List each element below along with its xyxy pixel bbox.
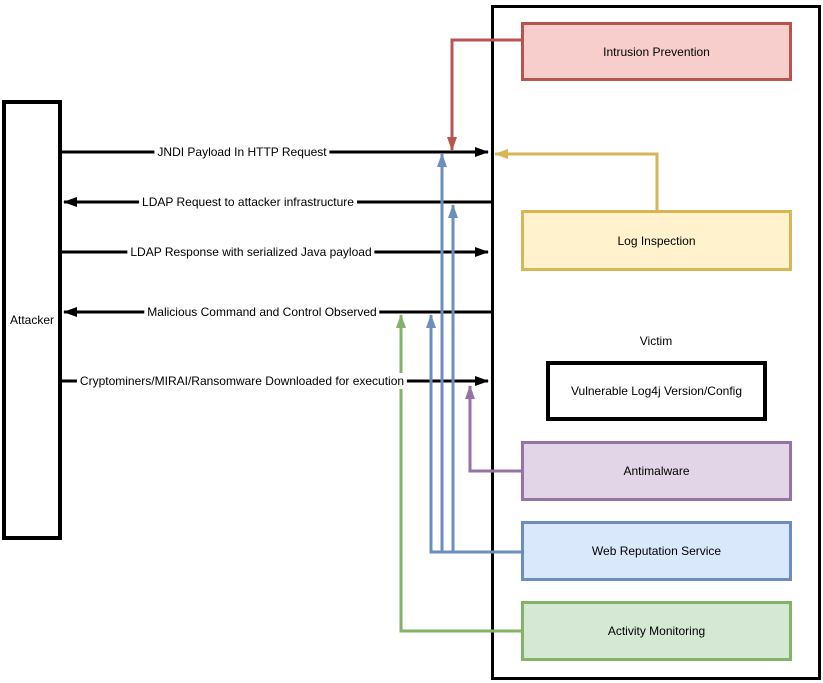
log-inspection-box: Log Inspection <box>521 210 792 271</box>
message-label-malicious-c2: Malicious Command and Control Observed <box>144 304 380 320</box>
vulnerable-log4j-box: Vulnerable Log4j Version/Config <box>546 361 767 421</box>
activity-monitoring-box: Activity Monitoring <box>521 601 792 661</box>
web-reputation-service-box: Web Reputation Service <box>521 521 792 581</box>
victim-label: Victim <box>639 334 673 348</box>
intrusion-prevention-box: Intrusion Prevention <box>521 22 792 81</box>
message-label-ldap-response: LDAP Response with serialized Java paylo… <box>127 244 375 260</box>
attacker-box: Attacker <box>2 100 62 540</box>
message-label-ldap-request: LDAP Request to attacker infrastructure <box>139 194 357 210</box>
message-label-jndi-payload: JNDI Payload In HTTP Request <box>154 144 330 160</box>
message-label-malware-download: Cryptominers/MIRAI/Ransomware Downloaded… <box>76 373 408 389</box>
antimalware-box: Antimalware <box>521 441 792 501</box>
